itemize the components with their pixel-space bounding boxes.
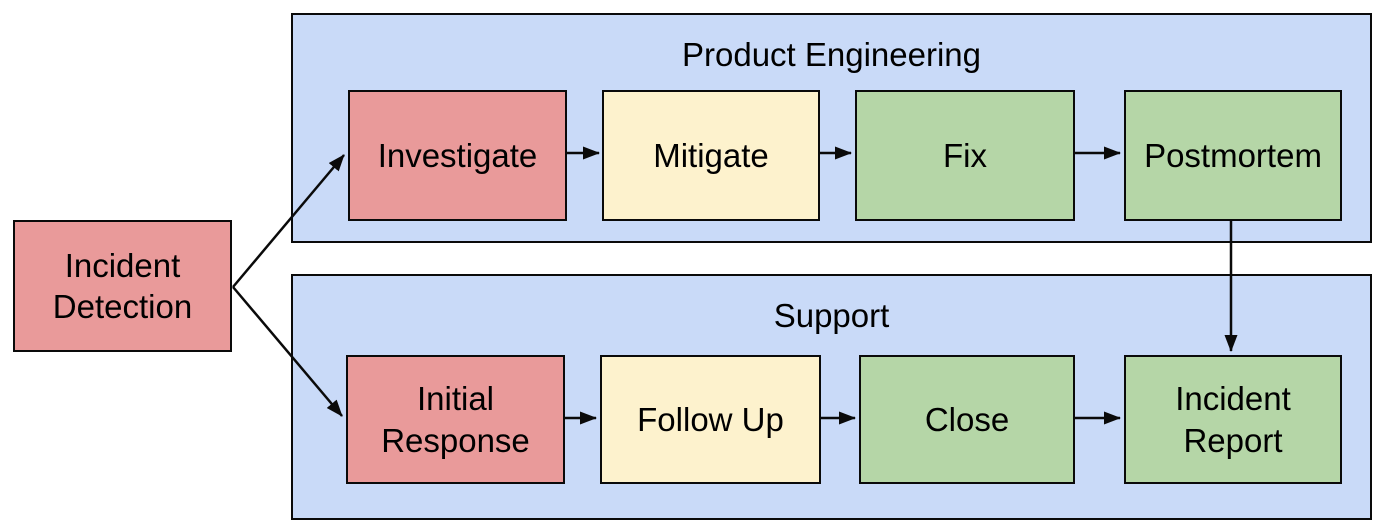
node-label: Close [924, 400, 1010, 438]
lane-support: Support Initial Response Follow Up Close… [291, 274, 1372, 520]
node-fix: Fix [855, 90, 1075, 221]
node-label: Incident Report [1175, 380, 1291, 459]
node-incident-report: Incident Report [1124, 355, 1342, 484]
node-label: Investigate [377, 136, 538, 174]
node-incident-detection: Incident Detection [13, 220, 232, 352]
node-follow-up: Follow Up [600, 355, 821, 484]
node-initial-response: Initial Response [346, 355, 565, 484]
lane-title-product-engineering: Product Engineering [681, 36, 982, 73]
node-postmortem: Postmortem [1124, 90, 1342, 221]
node-label: Follow Up [637, 400, 784, 438]
node-label: Postmortem [1144, 136, 1322, 174]
node-label: Initial Response [381, 380, 530, 459]
node-label: Mitigate [653, 136, 769, 174]
node-label: Fix [943, 136, 987, 174]
lane-product-engineering: Product Engineering Investigate Mitigate… [291, 13, 1372, 243]
node-investigate: Investigate [348, 90, 567, 221]
node-close: Close [859, 355, 1075, 484]
lane-title-support: Support [773, 297, 890, 334]
node-label: Incident Detection [52, 246, 193, 325]
node-mitigate: Mitigate [602, 90, 820, 221]
